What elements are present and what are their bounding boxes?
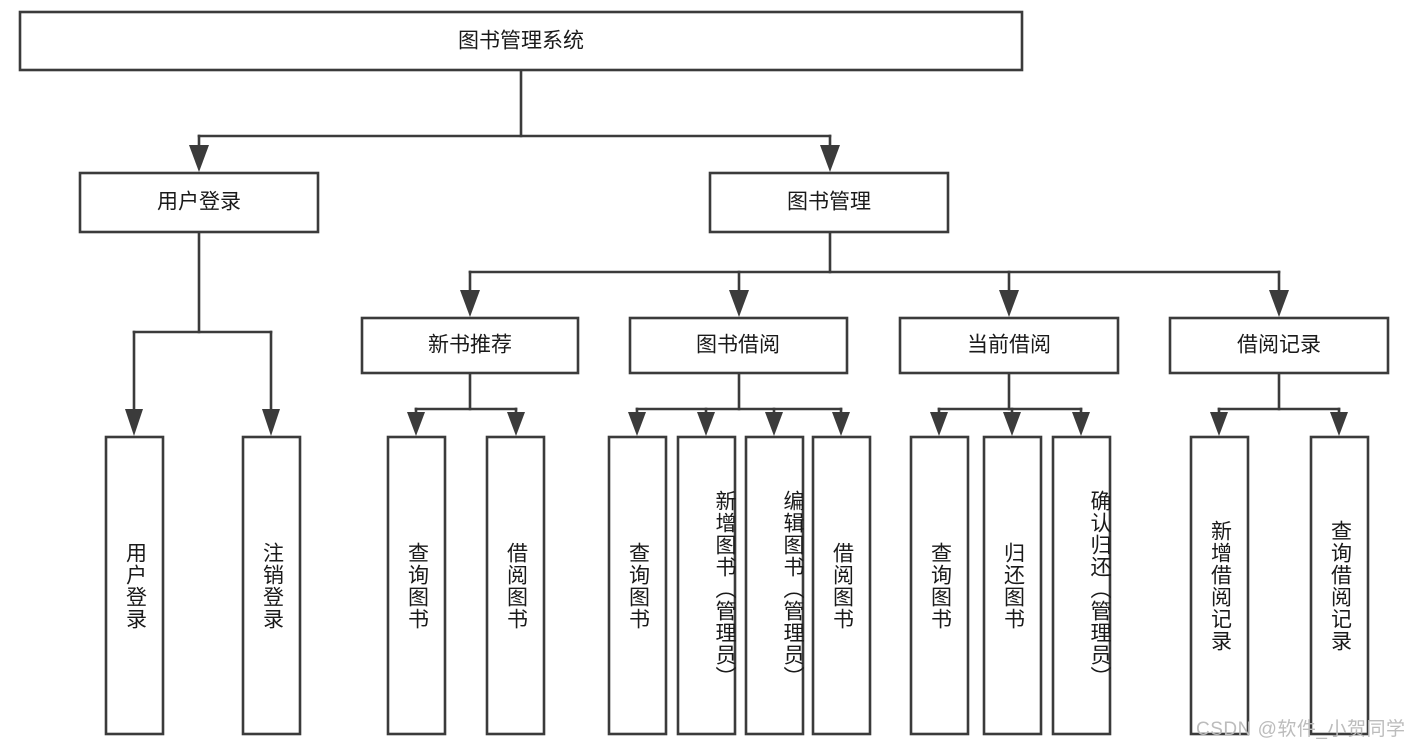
node-box-leaf-return-book[interactable] [982, 435, 1043, 736]
node-box-current-borrow[interactable] [898, 316, 1120, 375]
node-box-new-book-recommend[interactable] [360, 316, 580, 375]
arrow-to-logout-leaf [262, 409, 280, 436]
node-box-borrow-record[interactable] [1168, 316, 1390, 375]
node-box-leaf-edit-book-admin[interactable] [744, 435, 805, 736]
arrow-bb-leaf1 [628, 412, 646, 436]
connector-group-book-borrow [628, 371, 850, 436]
arrow-root-to-book [820, 145, 840, 172]
arrow-bb-leaf4 [832, 412, 850, 436]
node-boxes: 图书管理系统 用户登录 图书管理 新书推荐 图书借阅 当前借阅 借阅记录 [18, 10, 1390, 736]
node-box-root[interactable] [18, 10, 1024, 72]
node-label-root: 图书管理系统 [458, 30, 584, 53]
connector-group-newbook-rec [407, 371, 525, 436]
connector-group-book-mgmt [460, 230, 1289, 317]
arrow-to-newbook-rec [460, 290, 480, 317]
arrow-nbr-leaf1 [407, 412, 425, 436]
connector-group-borrow-record [1210, 371, 1348, 436]
node-label-book-management: 图书管理 [787, 191, 871, 214]
arrow-cb-leaf3 [1072, 412, 1090, 436]
arrow-cb-leaf1 [930, 412, 948, 436]
arrow-to-current-borrow [999, 290, 1019, 317]
arrow-nbr-leaf2 [507, 412, 525, 436]
csdn-watermark: CSDN @软件_小贺同学 [1196, 719, 1405, 740]
arrow-bb-leaf3 [765, 412, 783, 436]
arrow-br-leaf1 [1210, 412, 1228, 436]
node-box-leaf-borrow-book-bb[interactable] [811, 435, 872, 736]
node-box-leaf-confirm-return-admin[interactable] [1051, 435, 1112, 736]
connector-group-current-borrow [930, 371, 1090, 436]
node-box-leaf-query-borrow-record[interactable] [1309, 435, 1370, 736]
node-box-leaf-query-book-bb[interactable] [607, 435, 668, 736]
arrow-root-to-user [189, 145, 209, 172]
node-box-leaf-user-login[interactable] [104, 435, 165, 736]
connector-group-user-login [125, 230, 280, 436]
node-box-leaf-query-book-nbr[interactable] [386, 435, 447, 736]
node-box-leaf-borrow-book-nbr[interactable] [485, 435, 546, 736]
node-box-book-management[interactable] [708, 171, 950, 234]
node-box-leaf-query-book-cb[interactable] [909, 435, 970, 736]
arrow-to-borrow-record [1269, 290, 1289, 317]
node-label-borrow-record: 借阅记录 [1237, 334, 1321, 357]
arrow-br-leaf2 [1330, 412, 1348, 436]
node-box-leaf-add-borrow-record[interactable] [1189, 435, 1250, 736]
node-label-new-book-recommend: 新书推荐 [428, 334, 512, 357]
connector-group-root [189, 68, 840, 172]
arrow-bb-leaf2 [697, 412, 715, 436]
arrow-to-book-borrow [729, 290, 749, 317]
node-box-book-borrow[interactable] [628, 316, 849, 375]
node-box-leaf-add-book-admin[interactable] [676, 435, 737, 736]
arrow-cb-leaf2 [1003, 412, 1021, 436]
node-label-user-login: 用户登录 [157, 191, 241, 214]
node-box-user-login[interactable] [78, 171, 320, 234]
node-label-current-borrow: 当前借阅 [967, 334, 1051, 357]
node-box-leaf-logout[interactable] [241, 435, 302, 736]
arrow-to-user-login-leaf [125, 409, 143, 436]
node-label-book-borrow: 图书借阅 [696, 334, 780, 357]
